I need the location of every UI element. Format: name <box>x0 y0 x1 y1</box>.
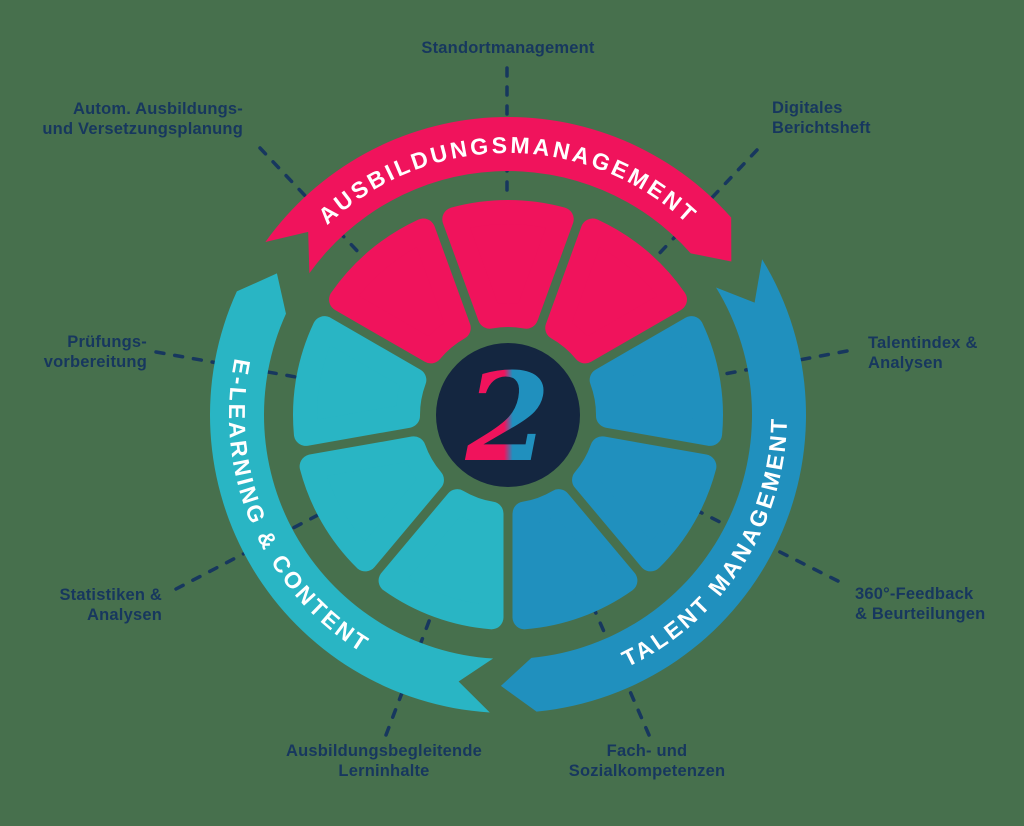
label-pruefungsvorbereitung: Prüfungs-vorbereitung <box>44 332 147 372</box>
label-talentindex-analysen-line: Analysen <box>868 354 943 372</box>
label-statistiken-analysen-line: Analysen <box>87 606 162 624</box>
label-talentindex-analysen: Talentindex & Analysen <box>868 333 978 373</box>
wedge-talent-management <box>589 316 723 446</box>
wedge-ausbildungsmanagement <box>545 218 687 364</box>
label-statistiken-analysen: Statistiken & Analysen <box>59 585 162 625</box>
label-ausbildungsbegleitende-lerninhalte-line: Ausbildungsbegleitende <box>286 742 482 760</box>
wedge-e-learning-content <box>299 436 444 572</box>
label-ausbildungsbegleitende-lerninhalte-line: Lerninhalte <box>338 762 430 780</box>
label-autom-ausbildungsplanung: Autom. Ausbildungs-und Versetzungsplanun… <box>42 99 243 139</box>
wedge-talent-management <box>512 489 638 630</box>
label-standortmanagement-line: Standortmanagement <box>421 39 595 57</box>
label-standortmanagement: Standortmanagement <box>421 38 594 58</box>
label-statistiken-analysen-line: Statistiken & <box>59 586 162 604</box>
center-hub <box>436 343 580 487</box>
label-autom-ausbildungsplanung-line: und Versetzungsplanung <box>42 120 243 138</box>
label-digitales-berichtsheft-line: Digitales <box>772 99 843 117</box>
arc-talent-management <box>500 259 807 712</box>
label-feedback-beurteilungen-line: & Beurteilungen <box>855 605 986 623</box>
label-feedback-beurteilungen-line: 360°-Feedback <box>855 585 974 603</box>
label-fach-sozialkompetenzen-line: Fach- und <box>606 742 688 760</box>
label-fach-sozialkompetenzen-line: Sozialkompetenzen <box>568 762 726 780</box>
label-pruefungsvorbereitung-line: vorbereitung <box>43 353 147 371</box>
label-digitales-berichtsheft-line: Berichtsheft <box>772 119 871 137</box>
connector-fach-sozialkompetenzen <box>593 609 651 737</box>
arc-ausbildungsmanagement <box>265 116 732 274</box>
wedge-ausbildungsmanagement <box>442 200 574 329</box>
label-pruefungsvorbereitung-line: Prüfungs- <box>67 333 147 351</box>
wedge-ausbildungsmanagement <box>329 218 471 364</box>
label-autom-ausbildungsplanung-line: Autom. Ausbildungs- <box>72 100 243 118</box>
label-feedback-beurteilungen: 360°-Feedback & Beurteilungen <box>855 584 985 624</box>
wedge-talent-management <box>572 436 717 572</box>
wedge-e-learning-content <box>378 489 504 630</box>
logo-2: 2 <box>465 345 551 489</box>
wedge-e-learning-content <box>293 316 427 446</box>
arc-e-learning-content <box>209 273 494 713</box>
label-talentindex-analysen-line: Talentindex & <box>868 334 978 352</box>
connector-pruefungsvorbereitung <box>154 350 298 379</box>
